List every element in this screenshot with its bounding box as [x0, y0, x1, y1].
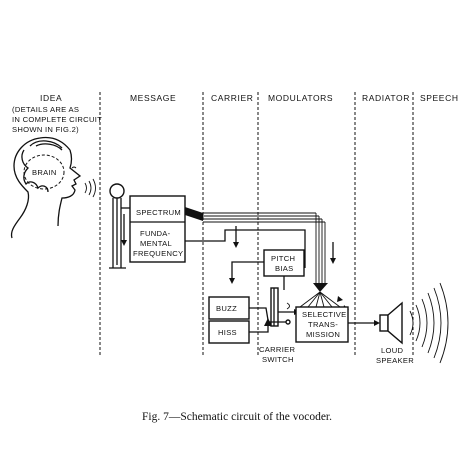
buzz-label: BUZZ [216, 304, 237, 313]
voice-waves-icon [84, 178, 96, 198]
header-carrier: CARRIER [211, 93, 253, 103]
header-modulators: MODULATORS [268, 93, 333, 103]
idea-note-line-2: IN COMPLETE CIRCUIT [12, 115, 102, 124]
spectrum-label: SPECTRUM [136, 208, 181, 217]
carrier-switch-label-2: SWITCH [262, 355, 294, 364]
head-profile-icon [10, 136, 82, 239]
brain-outline [23, 154, 65, 190]
fundamental-label-1: FUNDA- [140, 229, 171, 238]
header-message: MESSAGE [130, 93, 176, 103]
fundamental-label-3: FREQUENCY [133, 249, 183, 258]
loudspeaker-icon [379, 301, 403, 345]
header-speech: SPEECH [420, 93, 459, 103]
fundamental-label-2: MENTAL [140, 239, 172, 248]
input-arrow-head [121, 240, 127, 246]
loud-speaker-label-2: SPEAKER [376, 356, 414, 365]
fundamental-to-pitch-wire [185, 229, 306, 284]
idea-note-line-1: (DETAILS ARE AS [12, 105, 79, 114]
figure-caption: Fig. 7—Schematic circuit of the vocoder. [142, 411, 332, 423]
selective-transmission-box [295, 306, 349, 343]
loud-speaker-label-1: LOUD [381, 346, 404, 355]
brain-label: BRAIN [32, 168, 57, 177]
carrier-switch-icon [249, 287, 300, 333]
bias-label: BIAS [275, 264, 294, 273]
spectrum-analyzer-box [129, 195, 186, 263]
hiss-label: HISS [218, 328, 237, 337]
header-radiator: RADIATOR [362, 93, 410, 103]
pitch-label: PITCH [271, 254, 295, 263]
selective-label-1: SELECTIVE [302, 310, 346, 319]
column-dividers [99, 92, 414, 356]
speech-waves-icon [409, 282, 449, 364]
selective-label-3: MISSION [306, 330, 340, 339]
selective-label-2: TRANS- [308, 320, 338, 329]
header-idea: IDEA [40, 93, 62, 103]
spectrum-channel-bus [185, 207, 336, 292]
idea-note-line-3: SHOWN IN FIG.2) [12, 125, 79, 134]
carrier-switch-label-1: CARRIER [259, 345, 295, 354]
output-wire [348, 320, 380, 326]
